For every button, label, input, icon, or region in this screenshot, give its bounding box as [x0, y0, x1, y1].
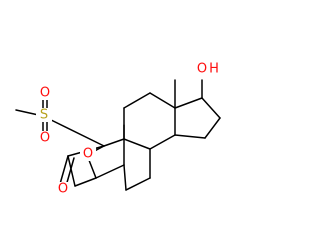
atom-background	[80, 147, 96, 161]
bond	[123, 92, 151, 109]
bond	[95, 164, 125, 179]
bond	[103, 138, 125, 147]
bond	[174, 97, 203, 109]
sulfonyl-oxygen-lower-label: O	[40, 131, 50, 146]
ring-bonds	[15, 79, 221, 191]
bond	[65, 157, 75, 187]
molecule-structure: O H S O O O O	[15, 62, 221, 197]
ketone-oxygen-label: O	[58, 182, 68, 197]
epoxide-oxygen-label: O	[83, 147, 93, 162]
bond	[149, 134, 176, 150]
sulfur-label: S	[40, 108, 48, 123]
bond	[59, 155, 69, 185]
hydroxyl-hydrogen-label: H	[209, 62, 219, 77]
bond	[123, 138, 151, 150]
atom-background	[37, 86, 53, 100]
atom-background	[36, 108, 52, 122]
bond	[174, 134, 206, 139]
bond	[125, 177, 151, 191]
hydroxyl-oxygen-label: O	[197, 62, 207, 77]
atom-background	[55, 182, 71, 196]
atom-background	[37, 131, 53, 145]
bond	[74, 177, 97, 187]
atom-labels: O H S O O O O	[36, 62, 219, 197]
bond	[123, 164, 127, 191]
sulfonyl-oxygen-upper-label: O	[40, 86, 50, 101]
bond	[204, 117, 221, 139]
bond	[67, 155, 76, 187]
bond	[149, 92, 176, 109]
bond	[42, 115, 105, 147]
bond	[201, 97, 221, 119]
atom-background	[194, 62, 210, 76]
